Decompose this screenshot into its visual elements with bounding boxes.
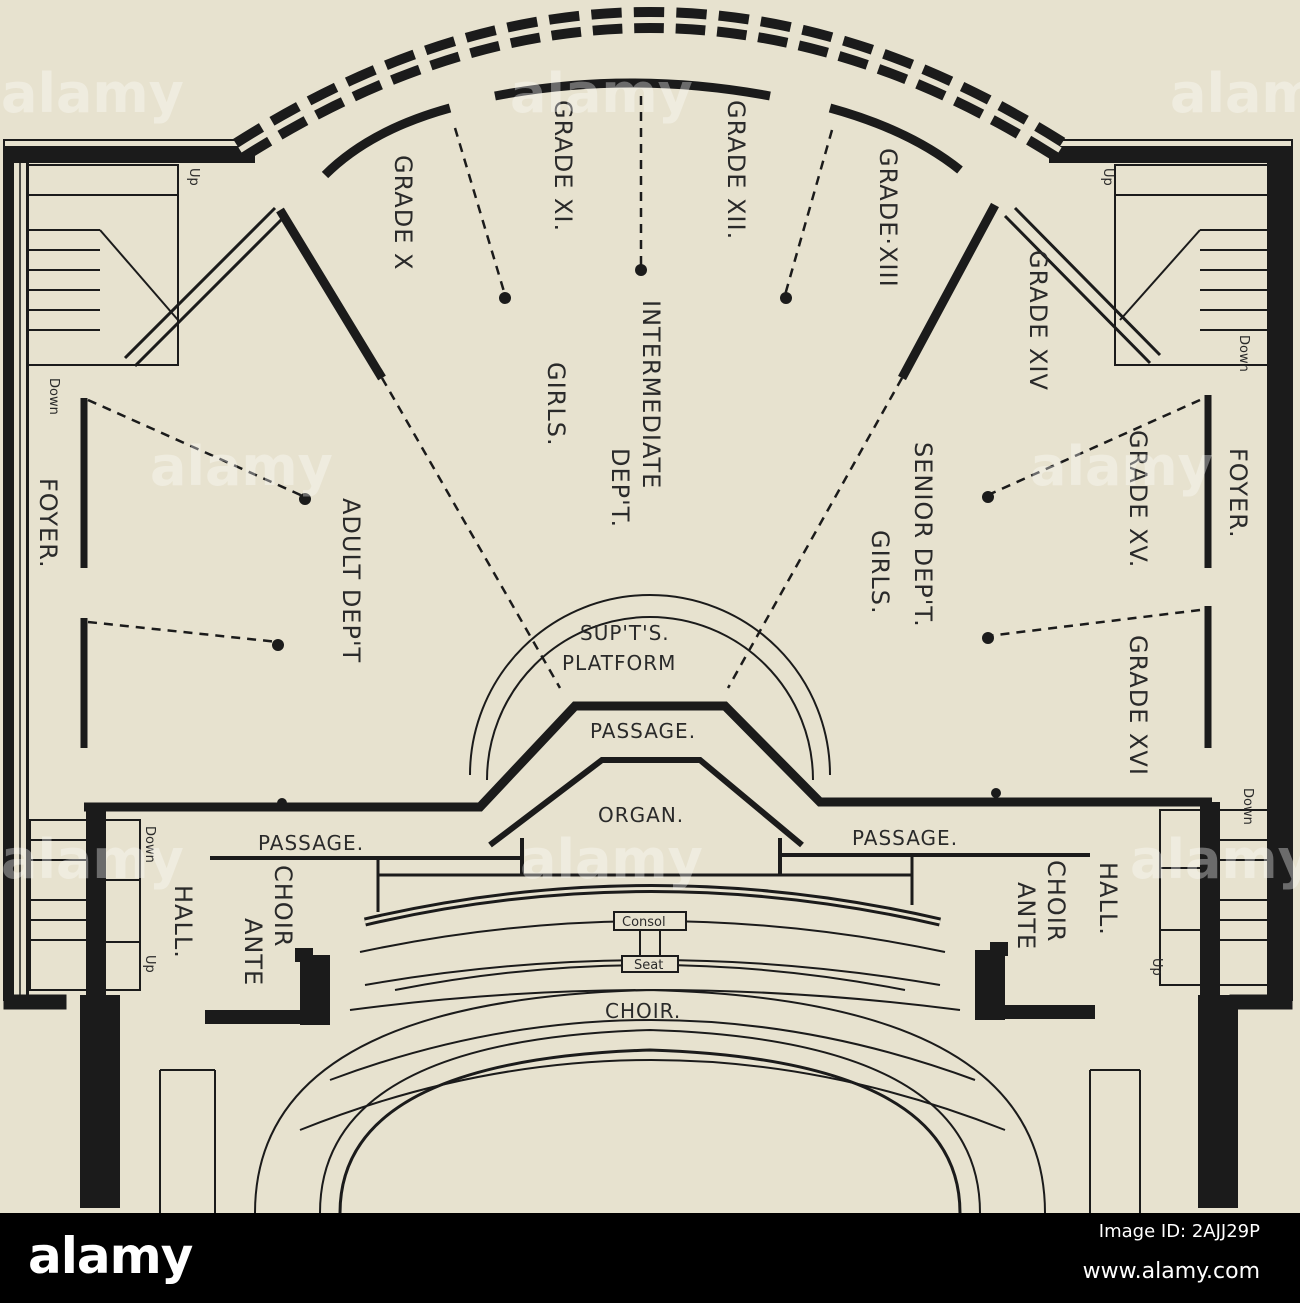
label-grade-x: GRADE X xyxy=(389,155,417,270)
label-choir-ante-right-1: CHOIR xyxy=(1042,860,1070,942)
label-foyer-left: FOYER. xyxy=(34,478,62,569)
horizontal-labels: SUP'T'S. PLATFORM PASSAGE. ORGAN. PASSAG… xyxy=(258,621,958,1023)
brand-logo: alamy xyxy=(28,1227,193,1285)
label-grade-xv: GRADE XV. xyxy=(1124,430,1152,568)
watermark-text: alamy xyxy=(150,435,333,498)
label-up-bottom-left: Up xyxy=(142,955,157,973)
label-consol: Consol xyxy=(622,915,666,930)
label-grade-xiii: GRADE·XIII xyxy=(874,148,902,288)
label-foyer-right: FOYER. xyxy=(1224,448,1252,539)
label-grade-xii: GRADE XII. xyxy=(722,100,750,240)
watermark-text: alamy xyxy=(1130,828,1300,891)
choir-ante-walls xyxy=(205,942,1095,1025)
image-id: Image ID: 2AJJ29P xyxy=(1098,1221,1260,1242)
label-choir-ante-left-1: CHOIR xyxy=(269,865,297,947)
label-passage-center: PASSAGE. xyxy=(590,719,696,743)
label-choir-ante-right-2: ANTE xyxy=(1012,882,1040,950)
watermark-text: alamy xyxy=(520,828,703,891)
label-passage-left: PASSAGE. xyxy=(258,831,364,855)
choir-tiers xyxy=(254,884,1046,1213)
label-grade-xi: GRADE XI. xyxy=(549,100,577,232)
lower-frame-lines xyxy=(159,1069,1141,1213)
watermark-text: alamy xyxy=(1,62,184,125)
stair-bottom-left xyxy=(29,819,141,991)
label-grade-xiv: GRADE XIV xyxy=(1024,250,1052,391)
label-girls-senior: GIRLS. xyxy=(866,530,894,615)
label-intermediate: INTERMEDIATE xyxy=(637,300,665,489)
dashed-dividers xyxy=(87,96,1201,689)
label-seat: Seat xyxy=(634,958,663,973)
label-supts: SUP'T'S. xyxy=(580,621,670,645)
passage-lines xyxy=(210,853,1090,912)
label-choir: CHOIR. xyxy=(605,999,681,1023)
outer-walls xyxy=(3,7,1293,1010)
label-up-top-right: Up xyxy=(1100,168,1115,186)
lower-piers xyxy=(80,802,1238,1208)
watermark-text: alamy xyxy=(1030,435,1213,498)
label-choir-ante-left-2: ANTE xyxy=(239,918,267,986)
label-senior-dept: SENIOR DEP'T. xyxy=(909,442,937,628)
watermark-text: alamy xyxy=(1170,62,1300,125)
label-platform: PLATFORM xyxy=(562,651,676,675)
label-adult-dept: ADULT DEP'T xyxy=(337,498,365,663)
label-down-top-right: Down xyxy=(1236,335,1251,372)
label-hall-right: HALL. xyxy=(1094,862,1122,936)
stair-top-left xyxy=(27,164,179,366)
stair-walls xyxy=(123,206,1162,368)
floor-plan-drawing: GRADE X GRADE XI. GRADE XII. GRADE·XIII … xyxy=(1,7,1300,1213)
label-up-top-left: Up xyxy=(186,168,201,186)
label-intermediate-dept: DEP'T. xyxy=(606,448,634,528)
label-girls-intermediate: GIRLS. xyxy=(542,362,570,447)
stair-top-right xyxy=(1114,164,1269,366)
floor-plan: GRADE X GRADE XI. GRADE XII. GRADE·XIII … xyxy=(0,0,1300,1213)
stair-bottom-right xyxy=(1159,809,1271,986)
stock-footer: alamy Image ID: 2AJJ29P www.alamy.com xyxy=(0,1213,1300,1303)
side-screens xyxy=(80,395,1212,748)
watermark-text: alamy xyxy=(510,62,693,125)
label-grade-xvi: GRADE XVI xyxy=(1124,635,1152,776)
grade-partitions xyxy=(276,78,999,381)
label-up-bottom-right: Up xyxy=(1149,958,1164,976)
watermark: alamy alamy alamy alamy alamy alamy alam… xyxy=(1,62,1300,891)
superintendent-platform xyxy=(469,594,831,781)
console-box xyxy=(613,911,687,973)
label-hall-left: HALL. xyxy=(169,885,197,959)
label-down-bottom-left: Down xyxy=(142,826,157,863)
label-down-bottom-right: Down xyxy=(1240,788,1255,825)
watermark-text: alamy xyxy=(1,828,184,891)
room-labels: GRADE X GRADE XI. GRADE XII. GRADE·XIII … xyxy=(34,100,1255,986)
label-passage-right: PASSAGE. xyxy=(852,826,958,850)
label-down-top-left: Down xyxy=(46,378,61,415)
site-url: www.alamy.com xyxy=(1082,1259,1260,1284)
label-organ: ORGAN. xyxy=(598,803,684,827)
